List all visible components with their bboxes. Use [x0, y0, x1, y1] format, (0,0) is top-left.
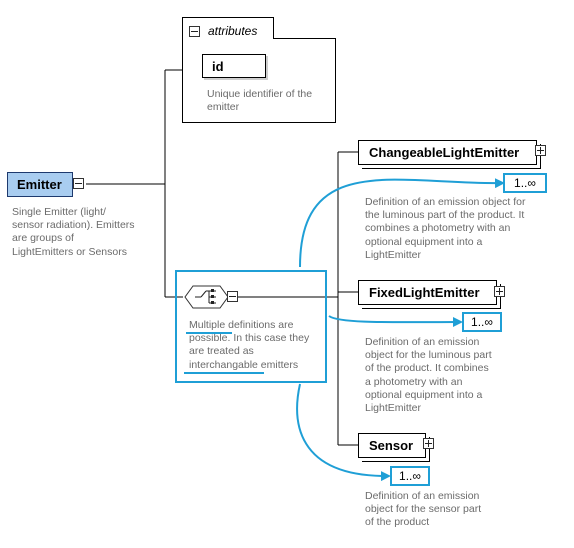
changeablelightemitter-description: Definition of an emission object for the…	[365, 196, 526, 261]
choice-keyword-multiple: Multiple	[189, 319, 226, 331]
root-element-name: Emitter	[17, 177, 62, 192]
choice-keyword-interchangable: interchangable	[189, 358, 258, 371]
highlight-arrows	[296, 178, 505, 482]
fixedlightemitter-description: Definition of an emission object for the…	[365, 336, 492, 415]
multiplicity-changeablelightemitter: 1..∞	[503, 173, 547, 193]
attribute-id-label: id	[212, 59, 224, 74]
arrow-to-changeable	[299, 178, 505, 268]
underline-interchangable	[184, 372, 264, 374]
attributes-header: attributes	[208, 24, 258, 38]
element-box-fixedlightemitter[interactable]: FixedLightEmitter	[358, 280, 497, 305]
choice-description: Multiple definitions are possible. In th…	[189, 319, 310, 371]
element-box-changeablelightemitter[interactable]: ChangeableLightEmitter	[358, 140, 537, 165]
multiplicity-fixedlightemitter: 1..∞	[462, 312, 502, 332]
sensor-expand-icon[interactable]	[423, 438, 434, 449]
choice-collapse-icon[interactable]	[227, 291, 238, 302]
underline-multiple	[186, 332, 232, 334]
arrow-to-sensor	[296, 383, 391, 482]
attributes-collapse-icon[interactable]	[189, 26, 200, 37]
root-element[interactable]: Emitter	[7, 172, 73, 197]
root-collapse-icon[interactable]	[73, 178, 84, 189]
multiplicity-sensor: 1..∞	[390, 466, 430, 486]
changeablelightemitter-expand-icon[interactable]	[535, 145, 546, 156]
fixedlightemitter-expand-icon[interactable]	[494, 286, 505, 297]
element-name-changeablelightemitter: ChangeableLightEmitter	[369, 145, 520, 160]
tree-lines	[86, 69, 358, 446]
attribute-id[interactable]: id	[202, 54, 266, 78]
attributes-group: attributes id Unique identifier of the e…	[182, 17, 336, 123]
element-box-sensor[interactable]: Sensor	[358, 433, 426, 458]
choice-highlight-frame	[175, 270, 327, 383]
sensor-description: Definition of an emission object for the…	[365, 490, 482, 529]
attribute-id-description: Unique identifier of the emitter	[207, 88, 313, 114]
element-name-sensor: Sensor	[369, 438, 414, 453]
arrow-to-fixed	[328, 315, 463, 328]
element-name-fixedlightemitter: FixedLightEmitter	[369, 285, 480, 300]
choice-compositor[interactable]	[184, 285, 229, 309]
root-description: Single Emitter (light/ sensor radiation)…	[12, 206, 135, 258]
